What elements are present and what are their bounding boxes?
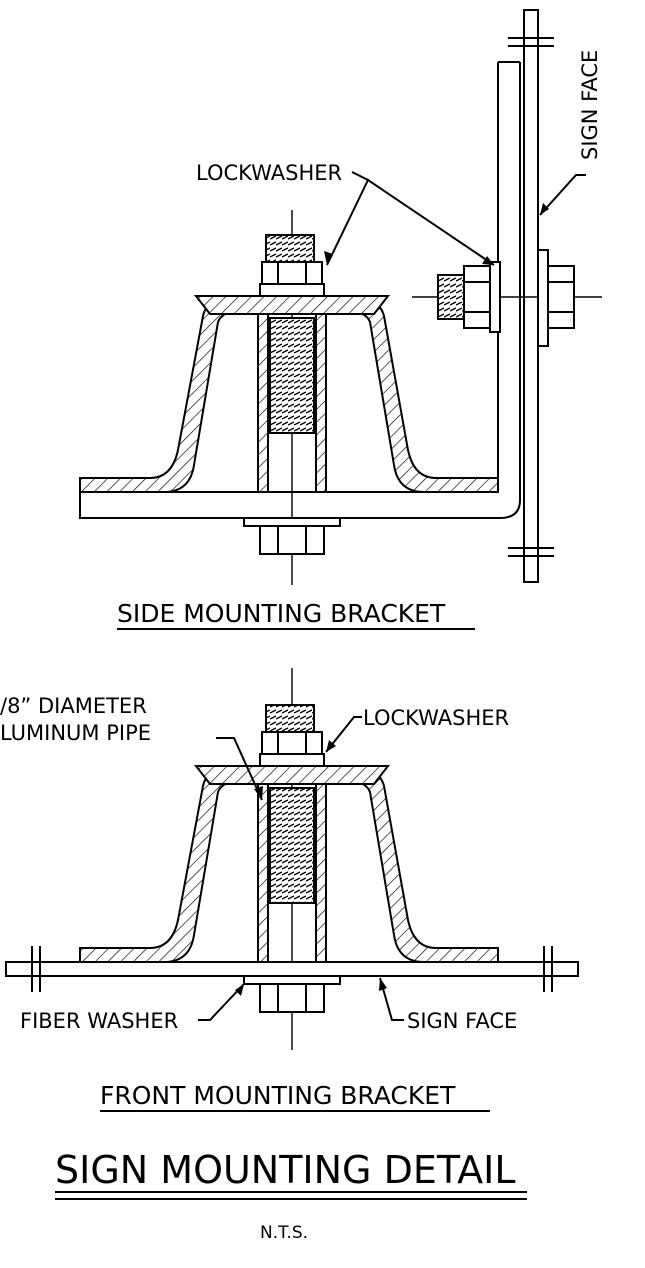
side-base-plate [79, 62, 521, 519]
side-bottom-nut [259, 525, 325, 555]
side-lockwasher-label: LOCKWASHER [196, 161, 342, 185]
side-bolt-head [547, 265, 575, 329]
lockwasher-leader-2 [367, 179, 495, 266]
front-lockwasher-leader [325, 716, 362, 753]
side-sign-face-label: SIGN FACE [578, 50, 602, 160]
drawing-title: SIGN MOUNTING DETAIL [55, 1148, 516, 1192]
fiber-washer-label: FIBER WASHER [20, 1009, 178, 1033]
front-lockwasher [259, 753, 325, 767]
side-horizontal-lockwasher [489, 261, 501, 333]
front-mounting-bracket-view: /8” DIAMETER LUMINUM PIPE LOCKWASHER FIB… [0, 668, 579, 1112]
side-bolt-thread [269, 317, 315, 434]
side-top-nut [261, 261, 323, 285]
front-caption: FRONT MOUNTING BRACKET [100, 1081, 456, 1110]
side-pipe-wall-right [315, 313, 327, 493]
pipe-label-line1: /8” DIAMETER [0, 694, 147, 718]
side-horizontal-washer [537, 249, 549, 347]
scale-note: N.T.S. [260, 1223, 308, 1243]
side-sign-face-panel [523, 9, 539, 583]
pipe-label-line2: LUMINUM PIPE [0, 721, 151, 745]
side-bracket-top [193, 295, 391, 315]
side-caption: SIDE MOUNTING BRACKET [117, 599, 446, 628]
front-bolt-thread-top [265, 704, 315, 736]
pipe-leader [216, 737, 263, 801]
side-mounting-bracket-view: LOCKWASHER SIGN FACE SIDE MOUNTING BRACK… [79, 9, 602, 630]
sign-face-leader-front [379, 977, 404, 1021]
side-horizontal-thread [437, 274, 467, 320]
front-lockwasher-label: LOCKWASHER [363, 706, 509, 730]
side-bolt-thread-top [265, 234, 315, 266]
front-bracket-top [193, 765, 391, 785]
sign-face-leader [539, 174, 586, 216]
front-bottom-nut [259, 983, 325, 1013]
front-pipe-wall-left [257, 783, 269, 963]
fiber-washer-leader [198, 983, 245, 1021]
side-pipe-wall-left [257, 313, 269, 493]
lockwasher-leader-1 [326, 171, 370, 266]
side-bottom-washer [243, 517, 341, 527]
front-top-nut [261, 731, 323, 755]
front-sign-face-panel [5, 961, 579, 977]
front-bolt-thread [269, 787, 315, 904]
side-horizontal-nut [463, 265, 491, 329]
side-lockwasher [259, 283, 325, 297]
front-sign-face-label: SIGN FACE [407, 1009, 517, 1033]
front-fiber-washer [243, 975, 341, 985]
front-pipe-wall-right [315, 783, 327, 963]
